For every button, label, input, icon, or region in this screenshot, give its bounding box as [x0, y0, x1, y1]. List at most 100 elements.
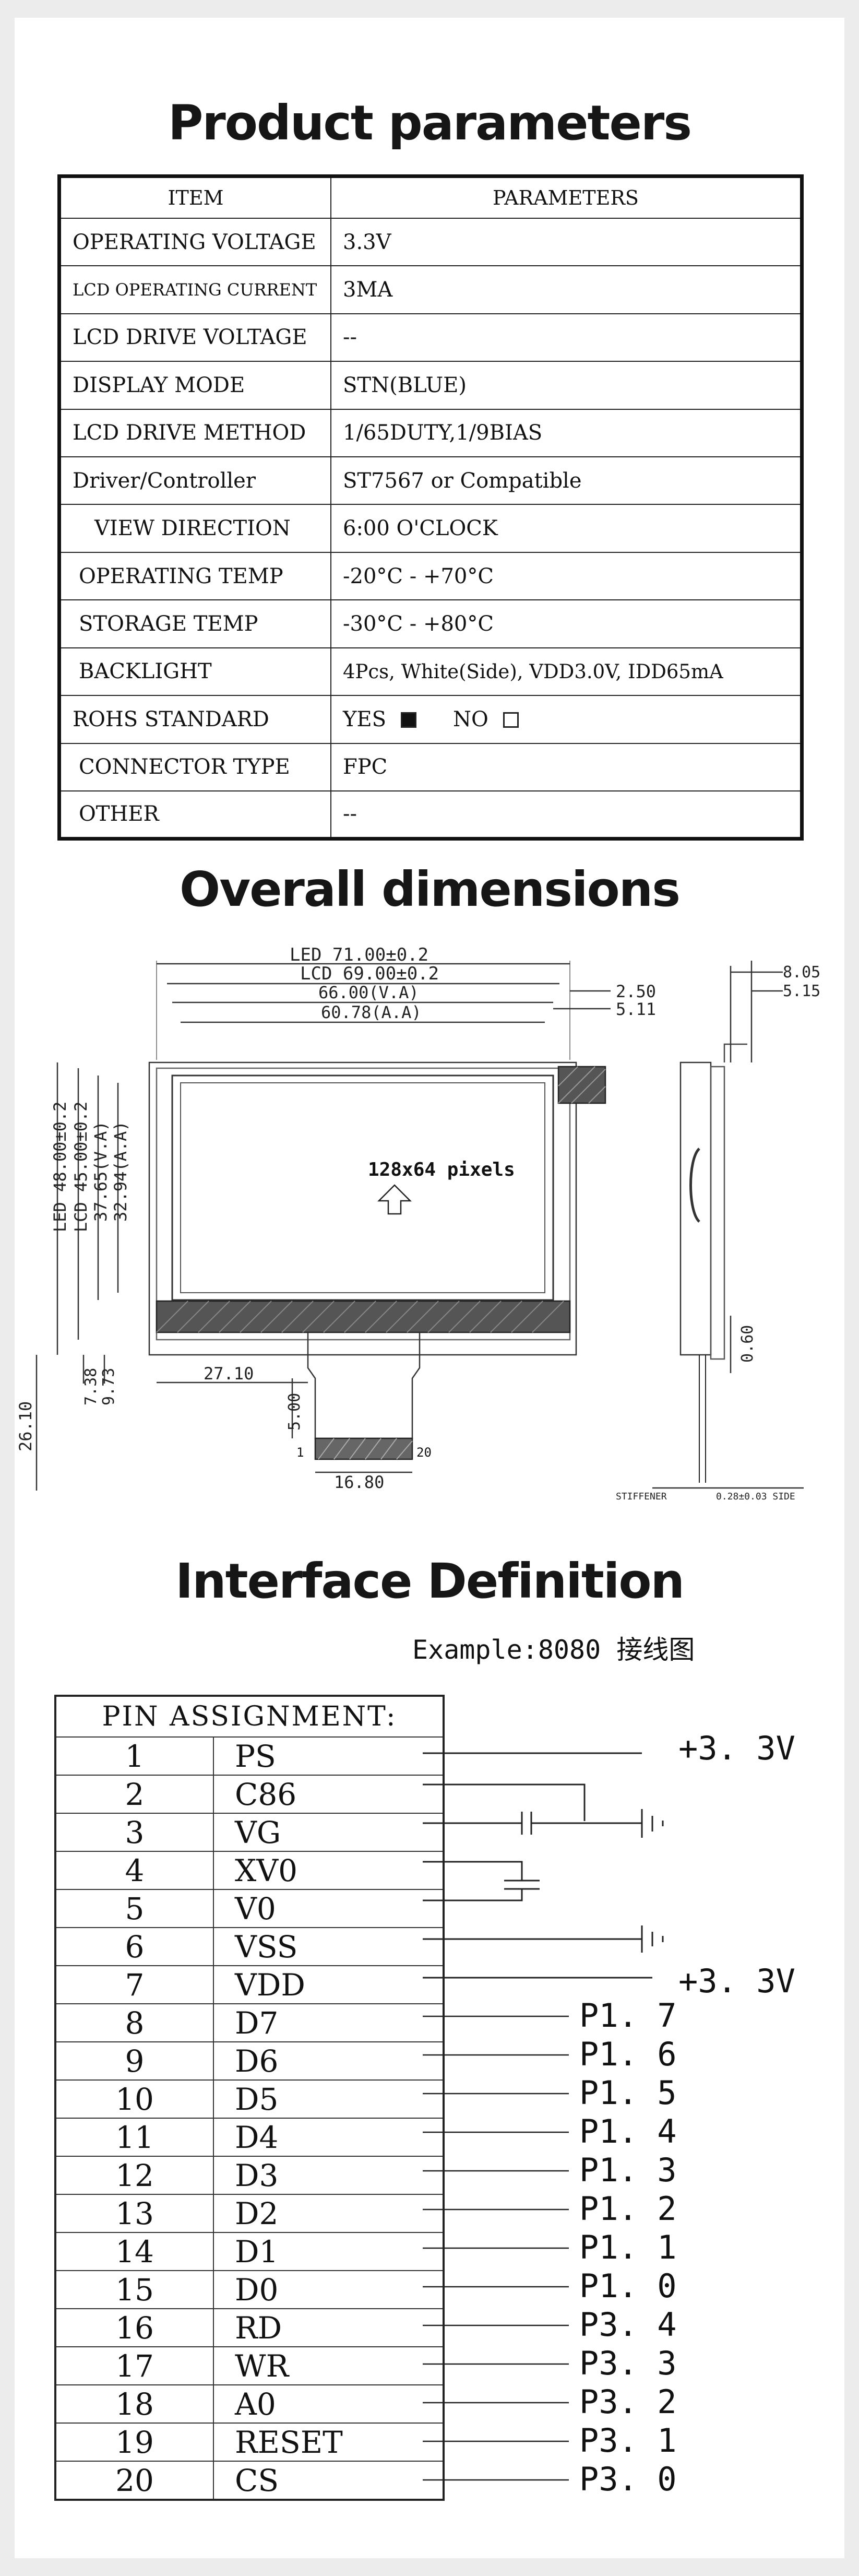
dim-va-height: 37.65(V.A) — [91, 1121, 111, 1222]
port-label: P1. 3 — [579, 2151, 677, 2189]
pin-signal: C86 — [213, 1775, 444, 1814]
param-label: BACKLIGHT — [58, 647, 331, 696]
module-outline — [148, 1061, 577, 1356]
param-label: LCD OPERATING CURRENT — [58, 265, 331, 314]
pin-signal: PS — [213, 1736, 444, 1776]
header-item: ITEM — [58, 175, 331, 219]
param-row: OPERATING TEMP-20°C - +70°C — [58, 551, 803, 601]
port-label: P1. 6 — [579, 2035, 677, 2073]
pin-signal: A0 — [213, 2384, 444, 2424]
stiffener-label: STIFFENER — [616, 1491, 667, 1502]
pin-number: 7 — [55, 1965, 214, 2004]
param-label: Driver/Controller — [58, 456, 331, 505]
port-label: P1. 1 — [579, 2228, 677, 2266]
param-label: OPERATING TEMP — [58, 551, 331, 601]
pin-number: 19 — [55, 2423, 214, 2462]
bottom-strip — [156, 1300, 571, 1333]
param-value: -20°C - +70°C — [330, 551, 803, 601]
dim-1680: 16.80 — [334, 1472, 384, 1492]
pin-number: 10 — [55, 2079, 214, 2119]
fpc-contacts — [314, 1437, 413, 1460]
pin-number: 11 — [55, 2118, 214, 2157]
rohs-no-checkbox — [503, 712, 519, 728]
pin-number: 6 — [55, 1927, 214, 1966]
param-value: STN(BLUE) — [330, 361, 803, 410]
header-parameters: PARAMETERS — [330, 175, 803, 219]
dim-aa-width: 60.78(A.A) — [321, 1002, 422, 1022]
pin-number: 8 — [55, 2003, 214, 2042]
pin-number: 20 — [55, 2461, 214, 2500]
pin-number: 18 — [55, 2384, 214, 2424]
dim-aa-height: 32.94(A.A) — [111, 1121, 130, 1222]
fpc-tail — [307, 1332, 421, 1439]
capacitor-icon-2 — [504, 1880, 540, 1890]
pin-signal: RESET — [213, 2423, 444, 2462]
param-value: -- — [330, 313, 803, 362]
dim-973: 9.73 — [100, 1368, 118, 1405]
pin-signal: XV0 — [213, 1851, 444, 1890]
pin-signal: D4 — [213, 2118, 444, 2157]
pin-header-row: PIN ASSIGNMENT: — [55, 1695, 444, 1738]
param-label: LCD DRIVE METHOD — [58, 408, 331, 457]
side-515: 5.15 — [783, 982, 820, 1000]
pin-signal: D0 — [213, 2270, 444, 2309]
fpc-pin-20: 20 — [416, 1445, 432, 1460]
pin-number: 5 — [55, 1889, 214, 1928]
ground-symbol-icon — [641, 1809, 664, 1838]
port-label: P3. 2 — [579, 2383, 677, 2421]
param-value: 1/65DUTY,1/9BIAS — [330, 408, 803, 457]
vcc-vdd-label: +3. 3V — [678, 1962, 795, 2000]
pin-signal: VG — [213, 1813, 444, 1852]
capacitor-icon — [521, 1812, 532, 1835]
ground-symbol-icon-2 — [641, 1925, 664, 1953]
pin-number: 1 — [55, 1736, 214, 1776]
parameters-header-row: ITEM PARAMETERS — [58, 175, 803, 219]
up-arrow-icon — [377, 1184, 412, 1215]
rohs-yes-label: YES — [343, 707, 387, 731]
pin-signal: D7 — [213, 2003, 444, 2042]
pin-number: 12 — [55, 2156, 214, 2195]
param-label: DISPLAY MODE — [58, 361, 331, 410]
lcd-outline — [156, 1067, 571, 1341]
pin-number: 2 — [55, 1775, 214, 1814]
corner-tab — [557, 1066, 606, 1104]
pin-signal: VSS — [213, 1927, 444, 1966]
param-row: OTHER-- — [58, 790, 803, 840]
dim-led-height: LED 48.00±0.2 — [50, 1102, 70, 1232]
dim-led-width: LED 71.00±0.2 — [290, 944, 428, 965]
parameters-title: Product parameters — [168, 95, 692, 151]
param-label: LCD DRIVE VOLTAGE — [58, 313, 331, 362]
pin-number: 16 — [55, 2308, 214, 2347]
side-view — [679, 1061, 712, 1356]
fpc-pin-1: 1 — [296, 1445, 304, 1460]
pin-number: 4 — [55, 1851, 214, 1890]
interface-title: Interface Definition — [175, 1553, 685, 1609]
rohs-yes-checkbox — [401, 712, 417, 728]
param-value: -- — [330, 790, 803, 840]
param-value: -30°C - +80°C — [330, 599, 803, 648]
dim-lcd-width: LCD 69.00±0.2 — [300, 963, 439, 984]
side-805: 8.05 — [783, 963, 820, 982]
dim-right-b: 5.11 — [616, 999, 656, 1019]
dimension-drawing: 128x64 pixels LED 71.00±0.2 LCD 69.00±0.… — [16, 944, 820, 1502]
param-value: 3.3V — [330, 217, 803, 267]
param-value: 6:00 O'CLOCK — [330, 504, 803, 553]
